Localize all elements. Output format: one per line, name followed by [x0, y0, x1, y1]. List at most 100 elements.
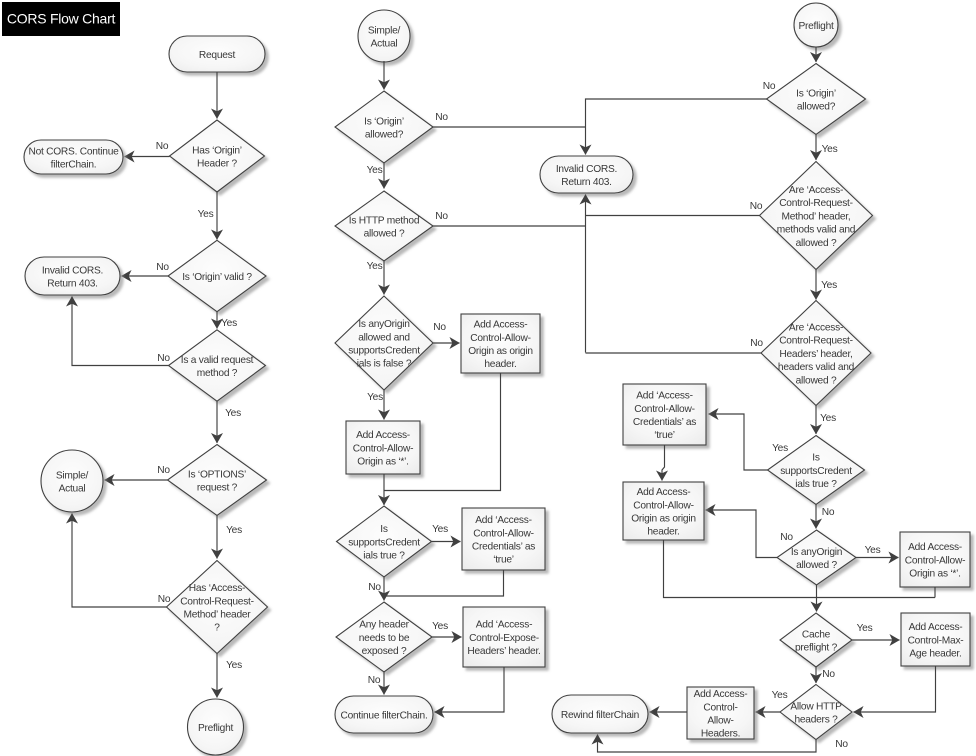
svg-text:Return 403.: Return 403. [561, 177, 612, 188]
svg-text:‘true’: ‘true’ [493, 555, 514, 566]
svg-text:Origin as origin: Origin as origin [468, 346, 533, 357]
svg-text:No: No [157, 465, 170, 476]
svg-text:Continue filterChain.: Continue filterChain. [340, 710, 427, 721]
svg-text:Invalid CORS.: Invalid CORS. [556, 164, 617, 175]
svg-text:Headers.: Headers. [701, 729, 740, 740]
svg-text:allowed and: allowed and [358, 332, 410, 343]
svg-text:Yes: Yes [225, 408, 241, 419]
svg-text:Add Access-: Add Access- [694, 689, 748, 700]
svg-text:Not CORS. Continue: Not CORS. Continue [28, 146, 119, 157]
svg-text:allowed?: allowed? [365, 130, 404, 141]
svg-text:Yes: Yes [221, 318, 237, 329]
svg-text:Yes: Yes [367, 392, 383, 403]
svg-text:No: No [368, 582, 381, 593]
svg-text:methods valid and: methods valid and [777, 225, 856, 236]
svg-text:needs to be: needs to be [359, 633, 410, 644]
svg-text:No: No [435, 211, 448, 222]
svg-text:Control-Allow-: Control-Allow- [353, 443, 413, 454]
svg-text:Yes: Yes [432, 524, 448, 535]
svg-text:No: No [368, 675, 381, 686]
svg-text:Is: Is [812, 453, 820, 464]
svg-text:No: No [435, 112, 448, 123]
svg-text:Yes: Yes [857, 623, 873, 634]
svg-text:Control-Expose-: Control-Expose- [469, 633, 539, 644]
svg-text:preflight ?: preflight ? [795, 643, 838, 654]
svg-text:No: No [822, 669, 835, 680]
svg-text:Yes: Yes [820, 413, 836, 424]
svg-text:Are ‘Access-: Are ‘Access- [789, 323, 843, 334]
svg-text:Yes: Yes [226, 660, 242, 671]
svg-text:Is ‘Origin’ valid ?: Is ‘Origin’ valid ? [182, 272, 252, 283]
svg-text:No: No [750, 201, 763, 212]
svg-text:method ?: method ? [197, 368, 238, 379]
svg-text:Age header.: Age header. [909, 649, 961, 660]
svg-text:Is: Is [380, 524, 388, 535]
svg-text:Yes: Yes [198, 209, 214, 220]
svg-text:allowed ?: allowed ? [796, 560, 837, 571]
svg-text:Any header: Any header [359, 620, 409, 631]
svg-text:Control-Max-: Control-Max- [908, 635, 964, 646]
svg-text:Are ‘Access-: Are ‘Access- [789, 185, 843, 196]
svg-text:Control-Allow-: Control-Allow- [633, 500, 693, 511]
svg-text:‘true’: ‘true’ [654, 430, 675, 441]
svg-text:Is HTTP method: Is HTTP method [349, 215, 420, 226]
svg-text:Method’ header,: Method’ header, [782, 211, 851, 222]
svg-text:Control-: Control- [703, 702, 737, 713]
svg-text:No: No [763, 81, 776, 92]
svg-text:Allow-: Allow- [707, 716, 733, 727]
svg-text:supportsCredent: supportsCredent [780, 466, 852, 477]
svg-text:Preflight: Preflight [198, 723, 234, 734]
svg-text:ials true ?: ials true ? [363, 551, 405, 562]
svg-text:Add Access-: Add Access- [909, 622, 963, 633]
svg-text:Yes: Yes [772, 690, 788, 701]
svg-text:?: ? [214, 623, 220, 634]
svg-text:No: No [433, 322, 446, 333]
svg-text:Add Access-: Add Access- [908, 542, 962, 553]
svg-text:No: No [156, 262, 169, 273]
svg-text:Return 403.: Return 403. [47, 279, 98, 290]
svg-text:Headers’ header,: Headers’ header, [779, 349, 852, 360]
svg-text:Simple/: Simple/ [368, 25, 401, 36]
svg-text:Headers’ header.: Headers’ header. [467, 646, 540, 657]
svg-text:No: No [835, 739, 848, 750]
svg-text:supportsCredent: supportsCredent [348, 537, 420, 548]
svg-text:Is anyOrigin: Is anyOrigin [791, 547, 842, 558]
svg-text:No: No [157, 353, 170, 364]
svg-text:No: No [750, 338, 763, 349]
svg-text:Is a valid request: Is a valid request [181, 355, 254, 366]
svg-text:Origin as origin: Origin as origin [631, 514, 696, 525]
svg-text:Origin as ‘*’.: Origin as ‘*’. [357, 457, 408, 468]
svg-text:request ?: request ? [197, 483, 238, 494]
svg-text:Method’ header: Method’ header [184, 610, 252, 621]
svg-text:Cache: Cache [802, 629, 831, 640]
svg-text:Add Access-: Add Access- [474, 320, 528, 331]
svg-text:header.: header. [647, 527, 679, 538]
svg-text:Yes: Yes [821, 280, 837, 291]
svg-text:header.: header. [484, 359, 516, 370]
svg-text:Preflight: Preflight [798, 21, 834, 32]
svg-text:Control-Allow-: Control-Allow- [905, 555, 965, 566]
svg-text:Control-Allow-: Control-Allow- [473, 528, 533, 539]
svg-text:ials is false ?: ials is false ? [357, 359, 412, 370]
svg-text:Header ?: Header ? [197, 159, 237, 170]
svg-text:exposed ?: exposed ? [362, 646, 407, 657]
svg-text:Yes: Yes [367, 165, 383, 176]
svg-text:allowed?: allowed? [797, 102, 836, 113]
svg-text:Is ‘OPTIONS’: Is ‘OPTIONS’ [188, 469, 246, 480]
svg-text:Yes: Yes [822, 144, 838, 155]
svg-text:Is ‘Origin’: Is ‘Origin’ [364, 116, 404, 127]
svg-text:filterChain.: filterChain. [51, 160, 97, 171]
svg-text:Rewind filterChain: Rewind filterChain [561, 710, 639, 721]
svg-text:Invalid CORS.: Invalid CORS. [42, 265, 103, 276]
svg-text:ials true ?: ials true ? [795, 479, 837, 490]
svg-text:No: No [158, 594, 171, 605]
svg-text:Actual: Actual [59, 484, 86, 495]
svg-text:Credentials’ as: Credentials’ as [633, 417, 696, 428]
svg-text:Control-Request-: Control-Request- [779, 198, 853, 209]
svg-text:supportsCredent: supportsCredent [348, 346, 420, 357]
svg-text:Is ‘Origin’: Is ‘Origin’ [796, 88, 836, 99]
svg-text:headers valid and: headers valid and [778, 362, 855, 373]
svg-text:Control-Request-: Control-Request- [779, 336, 853, 347]
svg-text:headers ?: headers ? [794, 715, 838, 726]
svg-text:Add ‘Access-: Add ‘Access- [475, 515, 531, 526]
